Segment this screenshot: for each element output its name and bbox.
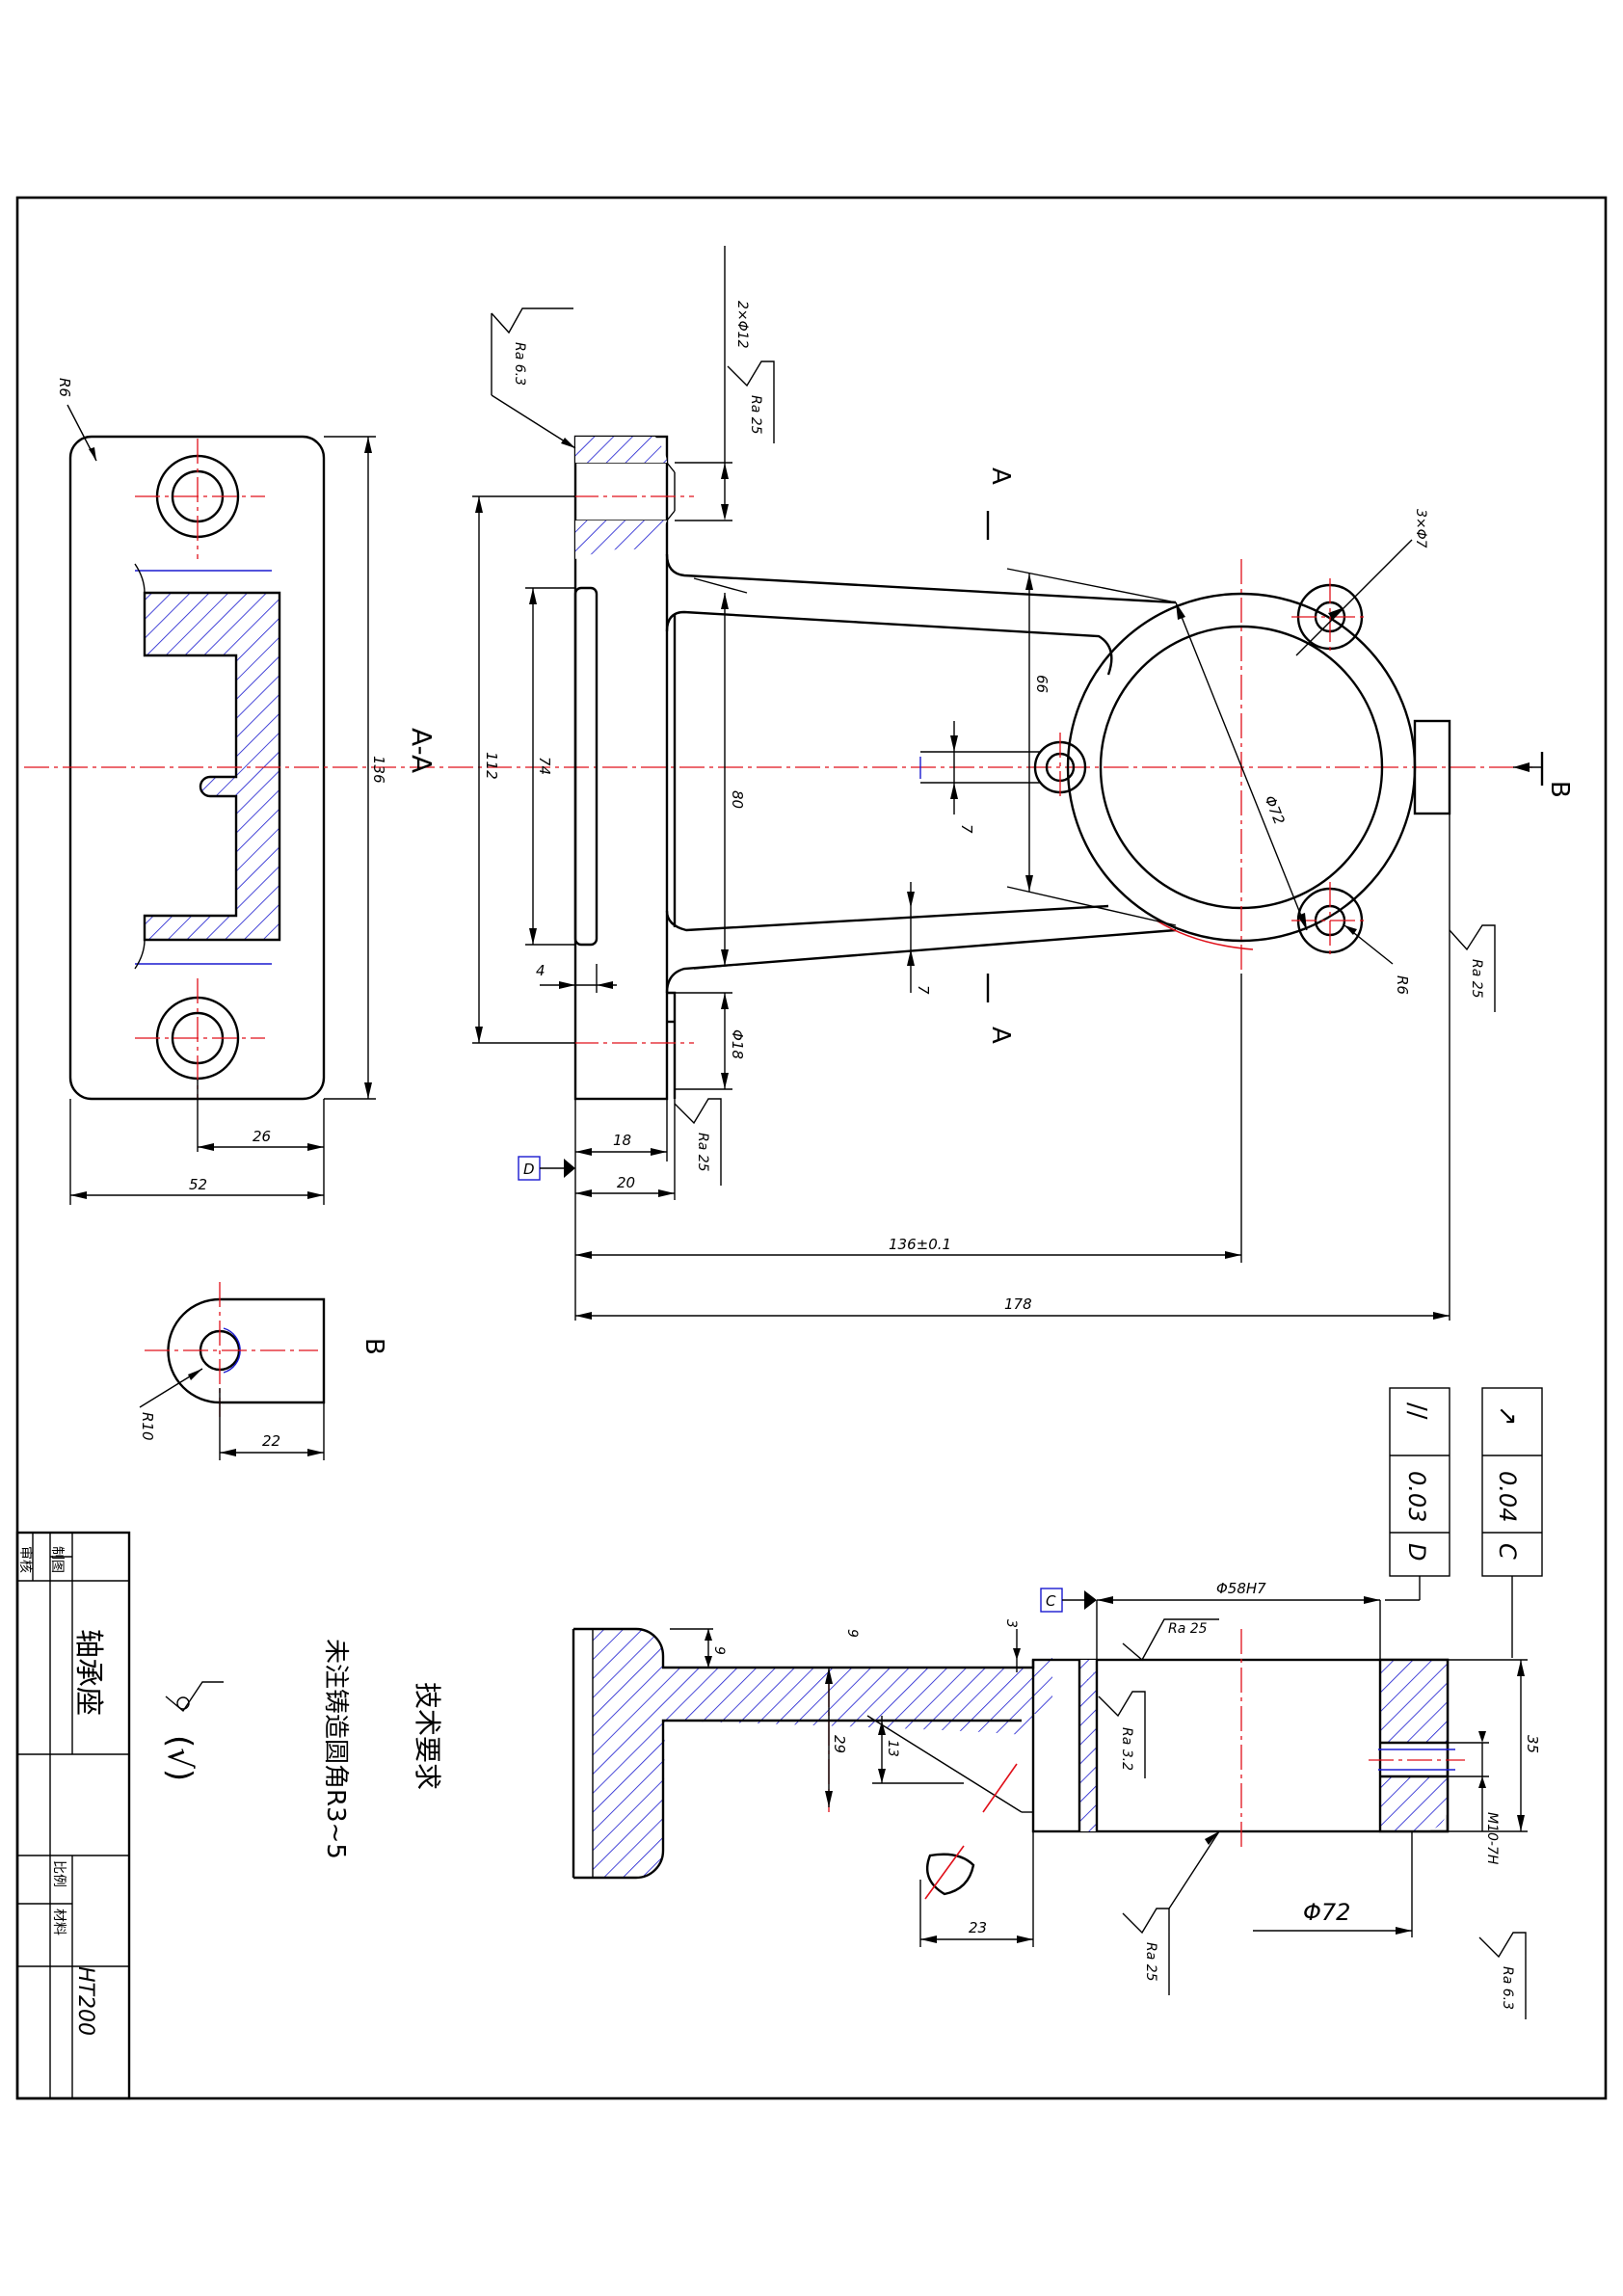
scale-label: 比例 <box>51 1860 67 1887</box>
ra-6-3-base: Ra 6.3 <box>512 342 527 386</box>
tolerance-value-parallel: 0.03 <box>1403 1471 1430 1522</box>
section-view-a-a: R6 136 26 52 A-A <box>24 378 1532 1205</box>
dim-3x7: 3×Φ7 <box>1413 509 1428 548</box>
dim-9-flange: 9 <box>711 1646 727 1655</box>
ra-25-holes: Ra 25 <box>748 395 763 435</box>
casting-fillet-note: 未注铸造圆角R3~5 <box>321 1639 350 1859</box>
dim-29: 29 <box>831 1735 848 1753</box>
rest-finish-note: (√) <box>160 1735 199 1781</box>
datum-c: C <box>1046 1592 1056 1610</box>
dim-9-web: 9 <box>844 1629 860 1638</box>
title-block: 审核 制图 轴承座 比例 材料 HT200 <box>15 1531 131 2100</box>
ra-25-boss-bottom: Ra 25 <box>1143 1942 1158 1982</box>
tolerance-datum-runout: C <box>1494 1543 1521 1560</box>
dim-phi72-bottom: Φ72 <box>1303 1899 1350 1926</box>
dim-phi18: Φ18 <box>729 1029 746 1059</box>
main-view: A A B 2×Φ12 112 74 4 <box>472 246 1574 1321</box>
tolerance-symbol-runout: ↗ <box>1493 1405 1522 1427</box>
datum-d-main: D <box>523 1161 535 1178</box>
bottom-section-view: Φ58H7 C Ra 25 Ra 3.2 9 9 3 29 13 <box>572 1580 1541 2019</box>
dim-phi58h7: Φ58H7 <box>1216 1580 1266 1597</box>
dim-3: 3 <box>1003 1619 1019 1628</box>
dim-m10-7h: M10-7H <box>1484 1812 1500 1865</box>
dim-7-hub: 7 <box>958 824 975 834</box>
dim-r6-ear: R6 <box>1394 975 1411 995</box>
drawing-frame <box>15 196 1608 2100</box>
checked-label: 审核 <box>17 1546 33 1573</box>
dim-136-tol: 136±0.1 <box>889 1236 951 1253</box>
dim-13: 13 <box>885 1740 900 1757</box>
tolerance-value-runout: 0.04 <box>1494 1471 1521 1522</box>
material-value: HT200 <box>73 1966 97 2036</box>
dim-7-rib: 7 <box>915 985 932 995</box>
dim-r6-top: R6 <box>56 378 73 397</box>
drawn-label: 制图 <box>49 1546 65 1573</box>
ra-6-3-bottom: Ra 6.3 <box>1500 1966 1515 2010</box>
view-b-label: B <box>359 1338 388 1355</box>
technical-notes: 技术要求 未注铸造圆角R3~5 (√) <box>160 1639 443 1859</box>
cut-letter-a-top: A <box>986 467 1015 485</box>
tech-requirements-heading: 技术要求 <box>412 1682 443 1790</box>
ra-25-bore: Ra 25 <box>1168 1621 1208 1637</box>
view-b: R10 22 B <box>139 1282 388 1460</box>
dim-18: 18 <box>613 1132 631 1149</box>
dim-23: 23 <box>969 1919 987 1936</box>
cut-letter-a-bottom: A <box>986 1027 1015 1044</box>
dim-52: 52 <box>189 1176 207 1193</box>
tolerance-frame-parallel: // 0.03 D <box>1385 1387 1450 1601</box>
dim-35: 35 <box>1524 1735 1541 1753</box>
part-name: 轴承座 <box>71 1629 105 1716</box>
dim-phi72-boss: Φ72 <box>1261 793 1288 827</box>
material-label: 材料 <box>51 1909 67 1936</box>
dim-22: 22 <box>262 1432 280 1450</box>
dim-2x12: 2×Φ12 <box>734 301 750 349</box>
tolerance-frame-runout: ↗ 0.04 C <box>1481 1387 1543 1658</box>
dim-26: 26 <box>253 1128 271 1145</box>
section-label-a-a: A-A <box>406 728 438 773</box>
tolerance-datum-parallel: D <box>1403 1543 1430 1561</box>
ra-25-boss: Ra 25 <box>1469 959 1484 999</box>
dim-66: 66 <box>1033 675 1051 693</box>
ra-3-2: Ra 3.2 <box>1119 1727 1134 1771</box>
dim-136: 136 <box>370 756 387 784</box>
dim-178: 178 <box>1004 1295 1032 1313</box>
dim-74: 74 <box>536 757 553 775</box>
dim-80: 80 <box>729 790 746 809</box>
tolerance-symbol-parallel: // <box>1402 1402 1431 1420</box>
dim-r10: R10 <box>139 1412 156 1441</box>
finish-symbol-icon <box>165 1681 224 1713</box>
dim-112: 112 <box>483 752 500 780</box>
dim-4: 4 <box>536 962 545 979</box>
finish-circle-icon <box>176 1696 190 1710</box>
dim-20: 20 <box>617 1174 635 1191</box>
ra-25-base-bottom: Ra 25 <box>695 1133 710 1172</box>
cut-letter-b: B <box>1545 781 1574 798</box>
